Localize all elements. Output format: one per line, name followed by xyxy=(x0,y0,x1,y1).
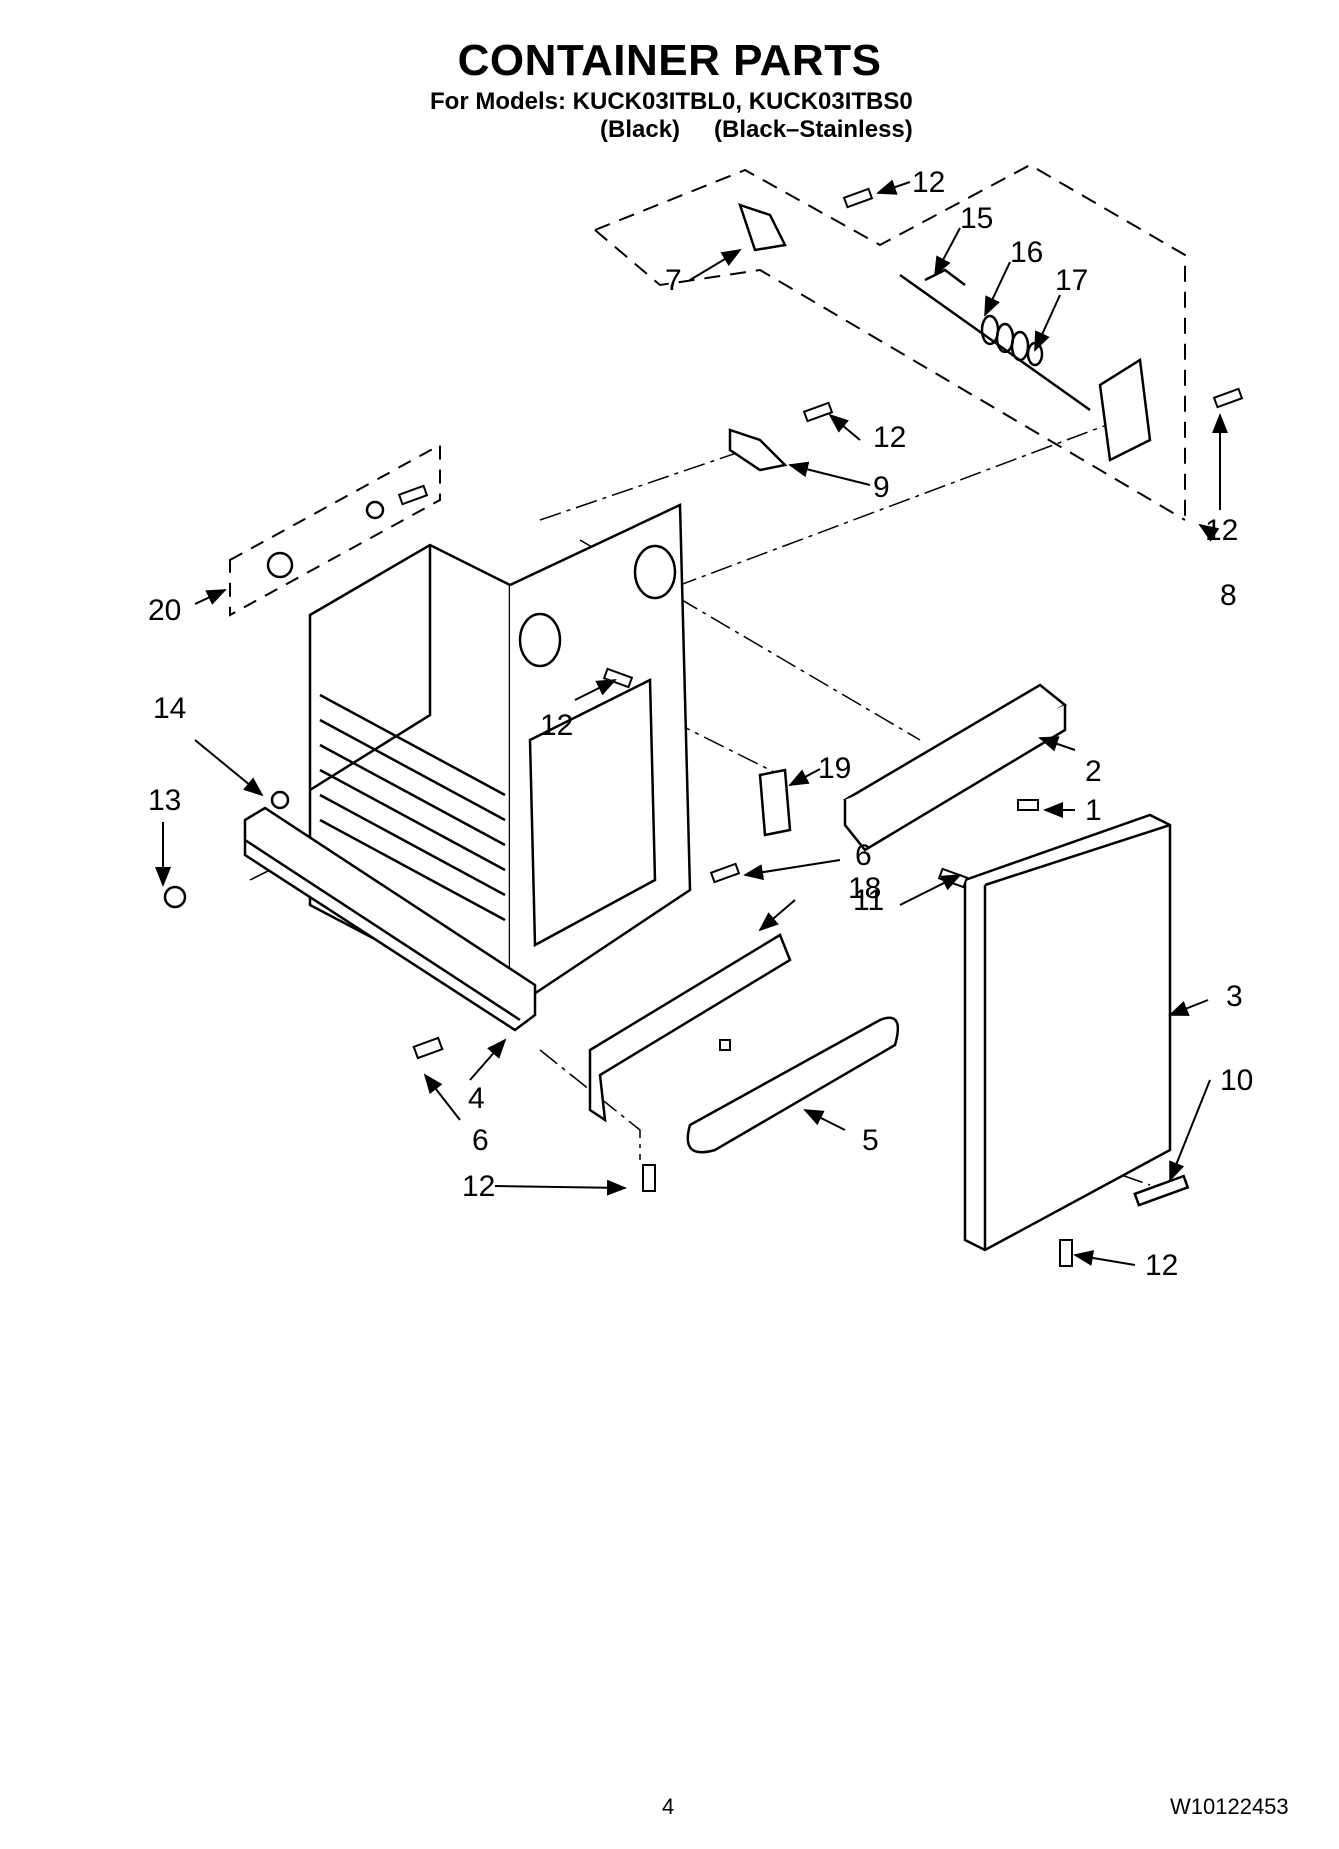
callout-8: 8 xyxy=(1220,579,1237,612)
page-title: CONTAINER PARTS xyxy=(457,36,882,85)
callout-9: 9 xyxy=(873,471,890,504)
top-trim xyxy=(843,683,1068,852)
door-handle xyxy=(686,1016,900,1154)
page-number: 4 xyxy=(662,1794,675,1819)
callout-12-d: 12 xyxy=(540,709,573,742)
callout-2: 2 xyxy=(1085,755,1102,788)
callout-11: 11 xyxy=(853,884,884,917)
base-rail xyxy=(243,806,537,1032)
leader-arrows xyxy=(155,179,1228,1266)
latch-rod-assembly xyxy=(899,268,1152,462)
dashed-assembly-outline-top xyxy=(594,163,1186,521)
document-number: W10122453 xyxy=(1170,1794,1289,1819)
callout-19: 19 xyxy=(818,752,851,785)
door-panel xyxy=(963,813,1172,1252)
callout-labels: 12 7 8 15 16 17 12 9 12 20 12 14 13 19 2… xyxy=(148,166,1253,1282)
variant-black: (Black) xyxy=(600,116,681,143)
callout-16: 15 xyxy=(960,202,993,235)
small-parts xyxy=(163,203,1190,1207)
callout-1: 1 xyxy=(1085,794,1102,827)
callout-20: 20 xyxy=(148,594,181,627)
lower-bracket xyxy=(588,933,792,1123)
callout-17: 16 xyxy=(1010,236,1043,269)
container-tub xyxy=(308,503,692,1013)
callout-15: 18 xyxy=(848,872,881,905)
callout-13: 13 xyxy=(148,784,181,817)
callout-4: 4 xyxy=(468,1082,485,1115)
callout-12-c: 12 xyxy=(1205,514,1238,547)
callout-10: 10 xyxy=(1220,1064,1253,1097)
dashed-assembly-outline-left xyxy=(229,443,441,617)
callout-12-top: 12 xyxy=(912,166,945,199)
callout-6-left: 6 xyxy=(472,1124,489,1157)
callout-12-f: 12 xyxy=(1145,1249,1178,1282)
callout-18: 17 xyxy=(1055,264,1088,297)
callout-12-e: 12 xyxy=(462,1170,495,1203)
callout-14: 14 xyxy=(153,692,186,725)
callout-3: 3 xyxy=(1226,980,1243,1013)
callout-6-right: 6 xyxy=(855,839,872,872)
callout-5: 5 xyxy=(862,1124,879,1157)
callout-12-b: 12 xyxy=(873,421,906,454)
models-line: For Models: KUCK03ITBL0, KUCK03ITBS0 xyxy=(430,88,913,115)
callout-7: 7 xyxy=(665,264,682,297)
variant-black-stainless: (Black–Stainless) xyxy=(714,116,913,143)
